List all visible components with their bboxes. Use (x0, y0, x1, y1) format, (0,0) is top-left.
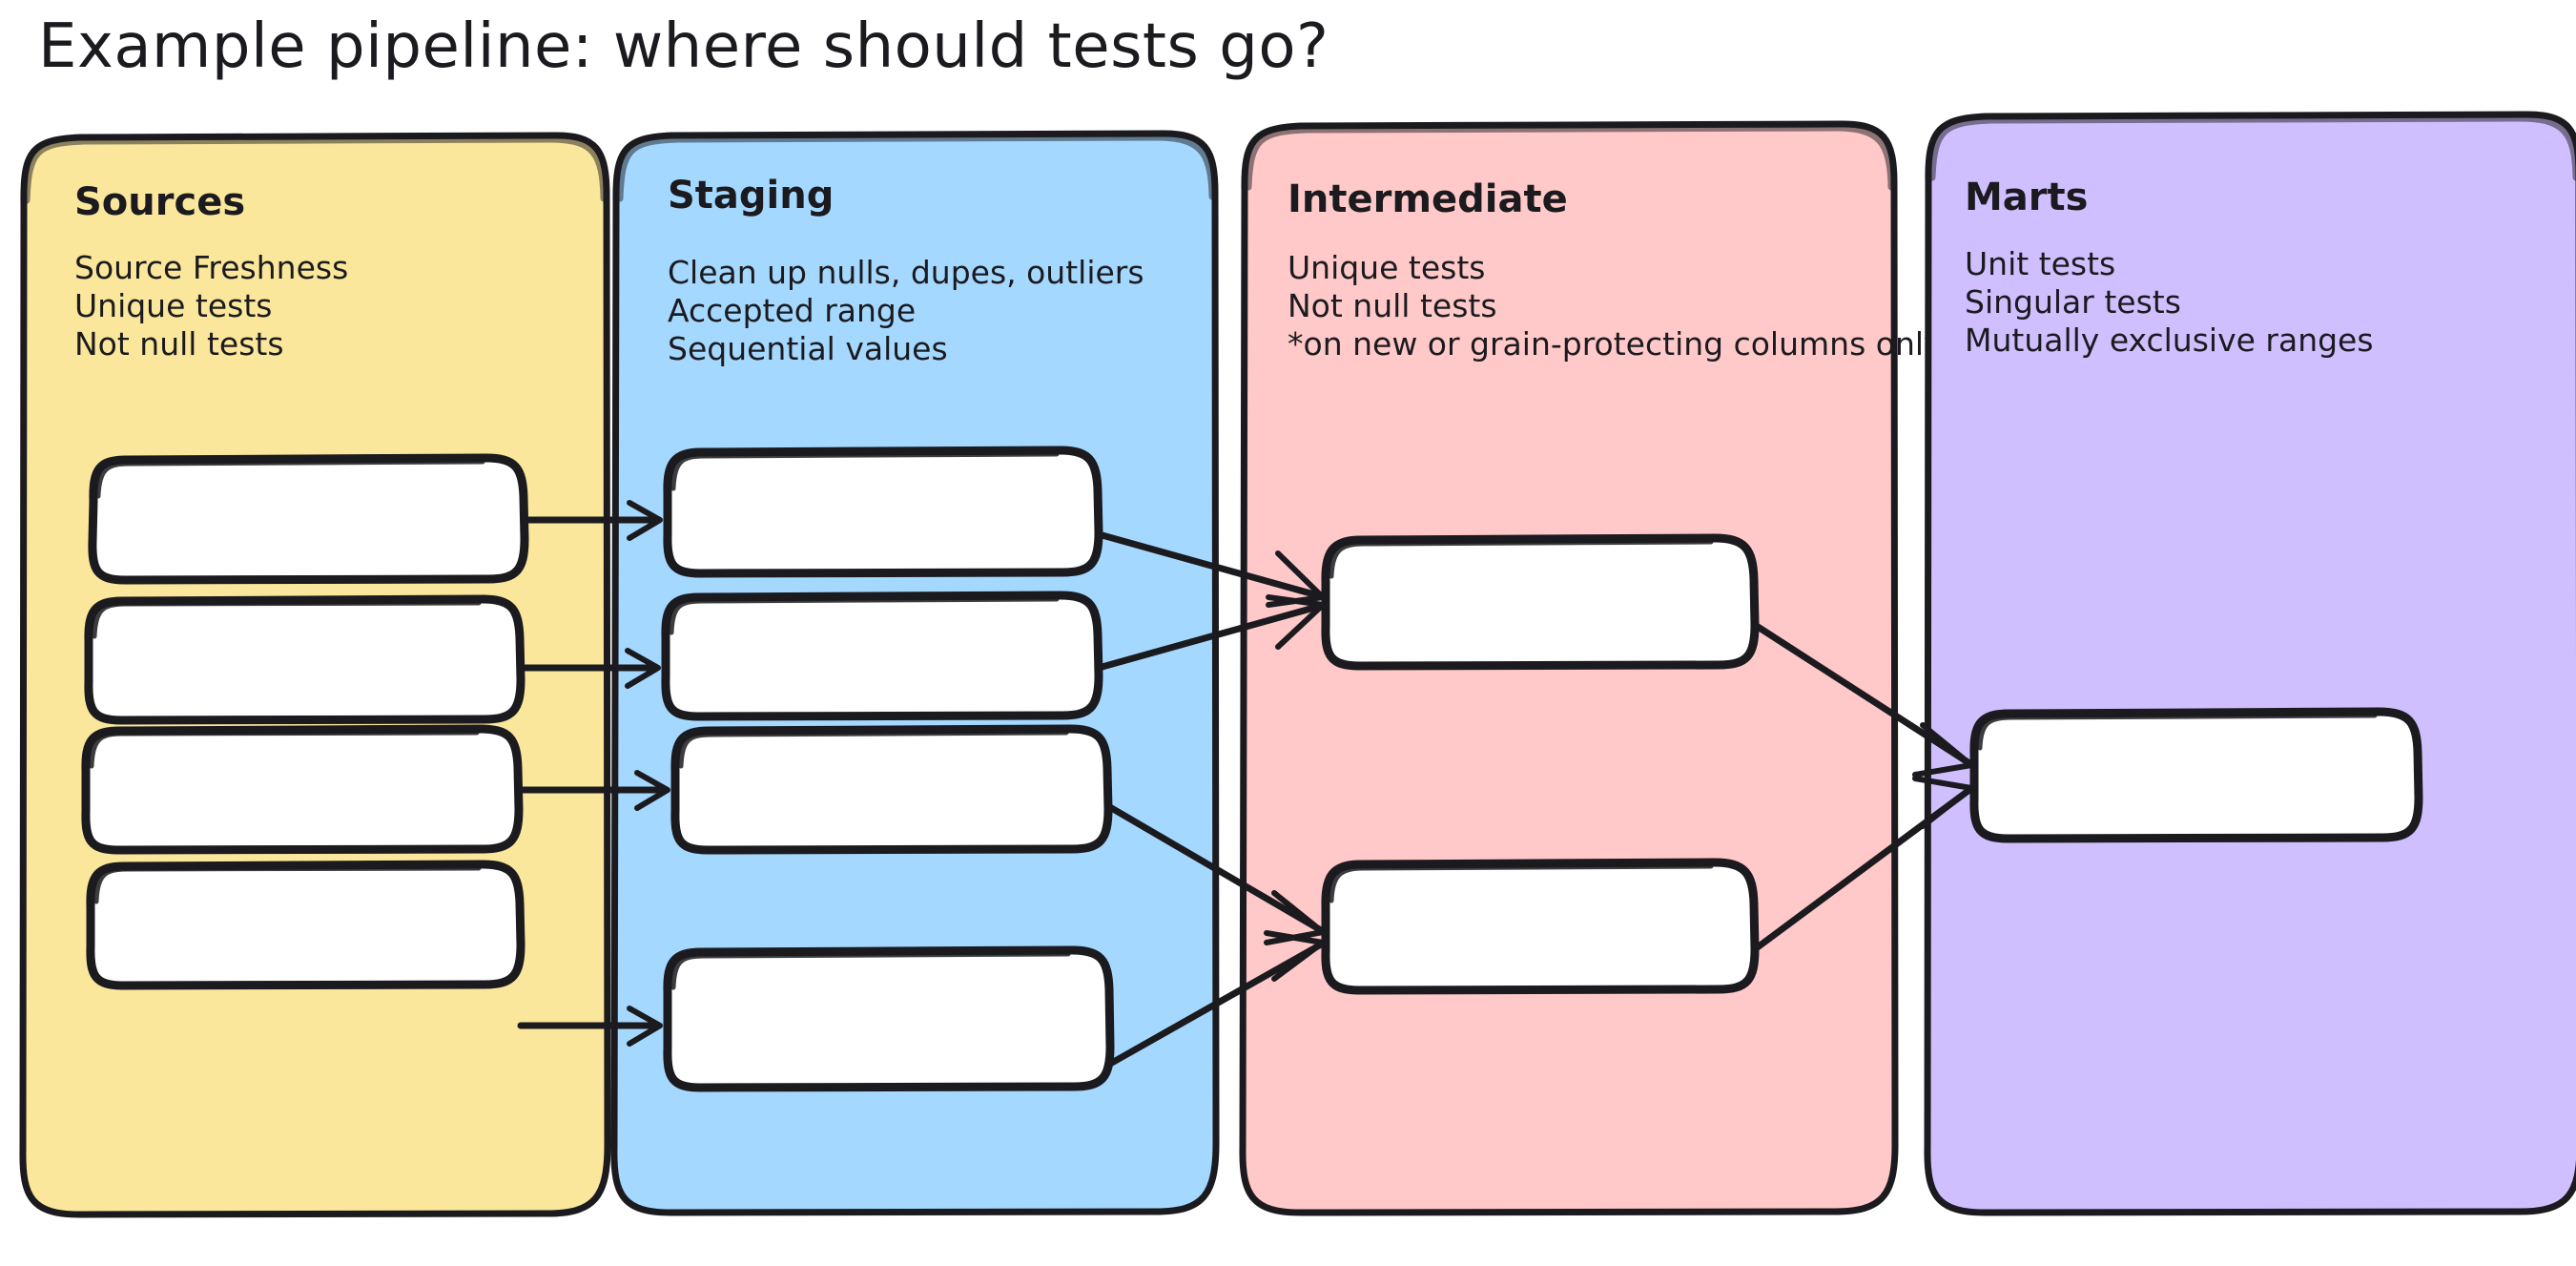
edge-group-intermediate-to-marts (1751, 621, 1974, 953)
marts-node-1[interactable] (1969, 707, 2423, 843)
lane-staging-line-3: Sequential values (668, 330, 948, 367)
edge-sources-4-to-staging-4 (517, 1006, 663, 1047)
lane-intermediate-title: Intermediate (1288, 177, 1568, 221)
lane-sources-sketch (23, 135, 608, 204)
lane-intermediate-sketch (1245, 124, 1895, 191)
lane-sources-line-3: Not null tests (74, 325, 284, 363)
edge-staging-2-to-intermediate-1 (1095, 594, 1326, 672)
lane-intermediate-line-3: *on new or grain-protecting columns only (1288, 325, 1943, 363)
sources-node-2[interactable] (84, 594, 526, 725)
lane-staging-title: Staging (668, 174, 834, 218)
sources-node-1[interactable] (88, 453, 529, 585)
lane-marts-background (1924, 111, 2576, 1216)
lane-staging-line-2: Accepted range (668, 292, 916, 329)
staging-node-2[interactable] (661, 591, 1103, 721)
edge-sources-3-to-staging-3 (515, 770, 670, 811)
lane-sources-line-1: Source Freshness (74, 249, 348, 286)
lane-marts-line-3: Mutually exclusive ranges (1965, 322, 2374, 359)
lane-staging-line-1: Clean up nulls, dupes, outliers (668, 254, 1144, 291)
edge-group-sources-to-staging (515, 500, 670, 1047)
staging-node-1[interactable] (663, 446, 1103, 578)
staging-node-4[interactable] (663, 945, 1115, 1092)
lane-sources[interactable]: Sources Source Freshness Unique tests No… (19, 132, 611, 1218)
sources-node-4[interactable] (86, 860, 526, 990)
page-title: Example pipeline: where should tests go? (38, 11, 1329, 82)
intermediate-node-1[interactable] (1321, 533, 1760, 671)
lane-intermediate-line-1: Unique tests (1288, 249, 1485, 286)
edge-group-staging-to-intermediate (1095, 530, 1326, 1068)
intermediate-node-2[interactable] (1321, 858, 1760, 995)
staging-node-3[interactable] (670, 724, 1113, 855)
lane-staging-sketch (616, 134, 1216, 202)
lane-sources-line-2: Unique tests (74, 287, 272, 324)
lane-marts-title: Marts (1965, 176, 2088, 219)
edge-sources-2-to-staging-2 (517, 648, 661, 689)
edge-intermediate-1-to-marts-1 (1751, 621, 1974, 778)
lane-marts[interactable]: Marts Unit tests Singular tests Mutually… (1924, 111, 2576, 1216)
edge-staging-4-to-intermediate-2 (1106, 930, 1326, 1068)
lane-intermediate-line-2: Not null tests (1288, 287, 1497, 324)
lane-marts-line-1: Unit tests (1965, 245, 2115, 282)
lane-staging[interactable]: Staging Clean up nulls, dupes, outliers … (610, 130, 1220, 1216)
edge-sources-1-to-staging-1 (521, 500, 663, 541)
sources-node-3[interactable] (81, 724, 524, 855)
edge-intermediate-2-to-marts-1 (1751, 776, 1974, 953)
lane-sources-title: Sources (74, 180, 245, 224)
lane-marts-sketch (1928, 114, 2576, 181)
lane-marts-line-2: Singular tests (1965, 283, 2181, 321)
lane-intermediate[interactable]: Intermediate Unique tests Not null tests… (1239, 120, 1943, 1216)
